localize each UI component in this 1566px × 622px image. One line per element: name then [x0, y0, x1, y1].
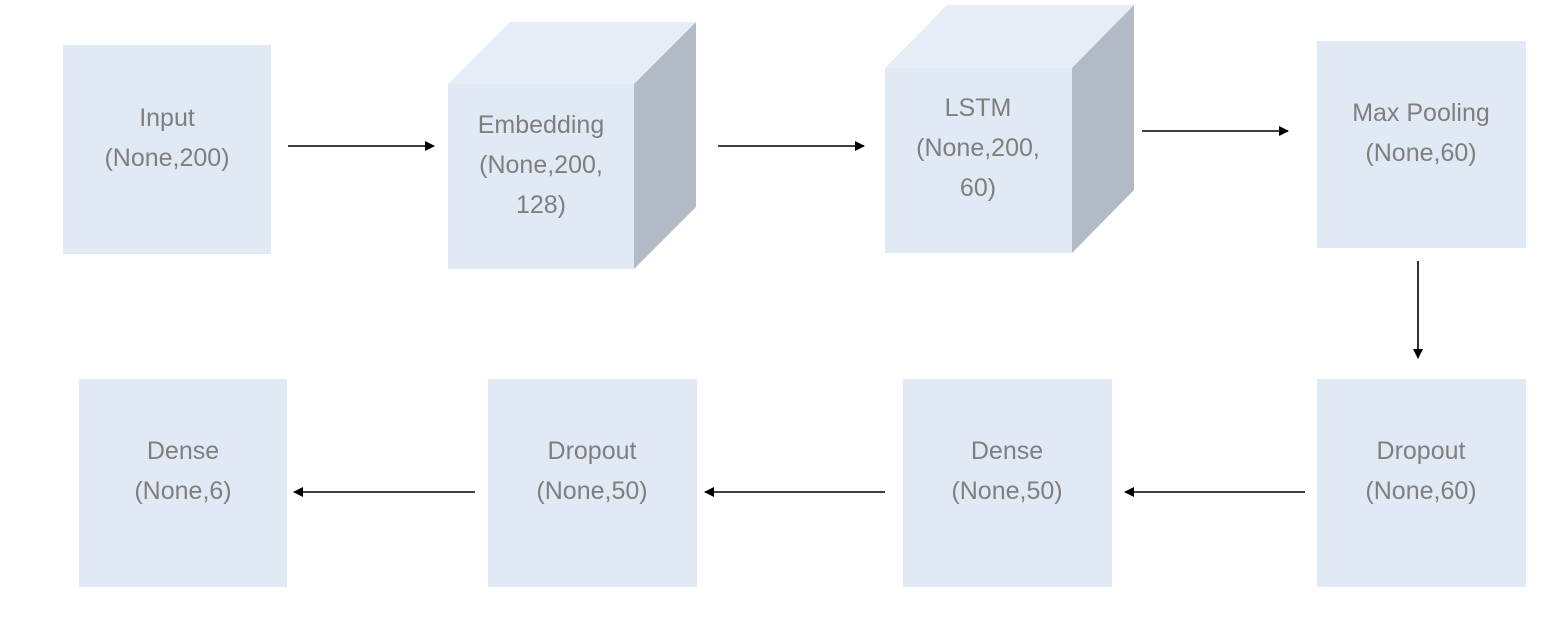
- layer-max-pooling-box: [1317, 41, 1526, 248]
- layer-dense-50: Dense (None,50): [903, 379, 1112, 587]
- layer-max-pooling-name: Max Pooling: [1352, 99, 1490, 127]
- layer-dense-50-box: [903, 379, 1112, 587]
- layer-dropout-60-name: Dropout: [1377, 437, 1466, 465]
- layer-lstm-top: [885, 5, 1134, 68]
- layer-dense-6-shape: (None,6): [134, 477, 231, 505]
- layer-lstm-front: [885, 68, 1072, 253]
- layer-dense-6-box: [79, 379, 287, 587]
- layer-lstm-side: [1072, 5, 1134, 253]
- layer-embedding-shape-line1: (None,200,: [479, 151, 603, 179]
- layer-dropout-50-box: [488, 379, 697, 587]
- layer-dropout-50-shape: (None,50): [536, 477, 647, 505]
- layer-input-shape: (None,200): [104, 144, 229, 172]
- layer-dropout-60: Dropout (None,60): [1317, 379, 1526, 587]
- layer-max-pooling: Max Pooling (None,60): [1317, 41, 1526, 248]
- layer-embedding-name: Embedding: [478, 111, 604, 139]
- layer-dropout-60-box: [1317, 379, 1526, 587]
- layer-dense-6: Dense (None,6): [79, 379, 287, 587]
- layer-embedding-front: [448, 84, 634, 269]
- layer-dense-50-shape: (None,50): [951, 477, 1062, 505]
- layer-embedding-side: [634, 22, 696, 269]
- layer-dense-6-name: Dense: [147, 437, 219, 465]
- layer-input-box: [63, 45, 271, 254]
- layer-lstm: LSTM (None,200, 60): [885, 5, 1134, 253]
- layer-embedding: Embedding (None,200, 128): [448, 22, 696, 269]
- layer-embedding-shape-line2: 128): [516, 191, 566, 219]
- layer-input: Input (None,200): [63, 45, 271, 254]
- layer-lstm-shape-line1: (None,200,: [916, 134, 1040, 162]
- layer-dropout-60-shape: (None,60): [1365, 477, 1476, 505]
- layer-dense-50-name: Dense: [971, 437, 1043, 465]
- layer-max-pooling-shape: (None,60): [1365, 139, 1476, 167]
- layer-lstm-name: LSTM: [945, 94, 1012, 122]
- layer-lstm-shape-line2: 60): [960, 174, 996, 202]
- layer-dropout-50: Dropout (None,50): [488, 379, 697, 587]
- layer-embedding-top: [448, 22, 696, 84]
- layer-dropout-50-name: Dropout: [548, 437, 637, 465]
- layer-input-name: Input: [139, 104, 195, 132]
